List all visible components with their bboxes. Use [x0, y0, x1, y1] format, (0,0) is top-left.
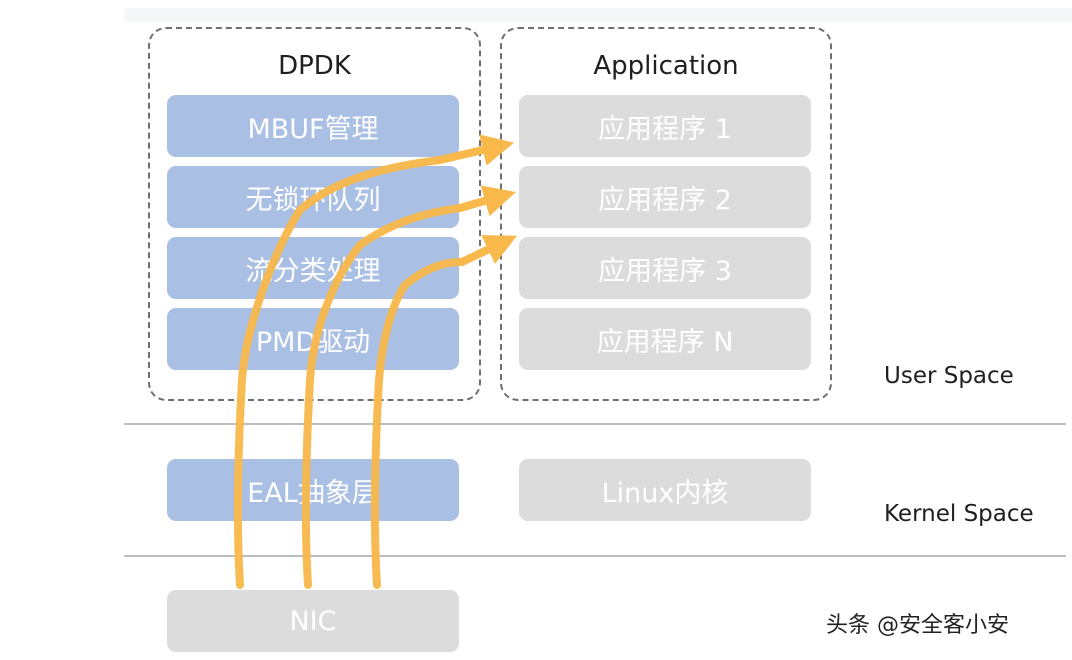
dpdk-block-mbuf: MBUF管理	[167, 95, 459, 157]
flow-arrow-app-3	[458, 235, 518, 266]
dpdk-group	[148, 27, 481, 401]
flow-line-1	[233, 156, 444, 589]
app-block-2: 应用程序 2	[519, 166, 811, 228]
app-block-3: 应用程序 3	[519, 237, 811, 299]
dpdk-block-classify: 流分类处理	[167, 237, 459, 299]
nic-block: NIC	[167, 590, 459, 652]
app-block-1: 应用程序 1	[519, 95, 811, 157]
user-kernel-separator	[124, 423, 1066, 425]
top-band	[124, 8, 1072, 22]
eal-block: EAL抽象层	[167, 459, 459, 521]
application-title: Application	[593, 51, 739, 81]
watermark-text: 头条 @安全客小安	[826, 613, 1009, 638]
flow-arrow-app-2	[456, 185, 516, 217]
dpdk-title: DPDK	[278, 51, 351, 81]
user-space-label: User Space	[884, 363, 1014, 389]
flow-line-2	[301, 204, 464, 589]
kernel-space-label: Kernel Space	[884, 501, 1034, 527]
kernel-hardware-separator	[124, 555, 1066, 557]
flow-line-3	[370, 258, 464, 589]
linux-kernel-block: Linux内核	[519, 459, 811, 521]
flow-arrow-app-1	[436, 134, 515, 166]
app-block-n: 应用程序 N	[519, 308, 811, 370]
